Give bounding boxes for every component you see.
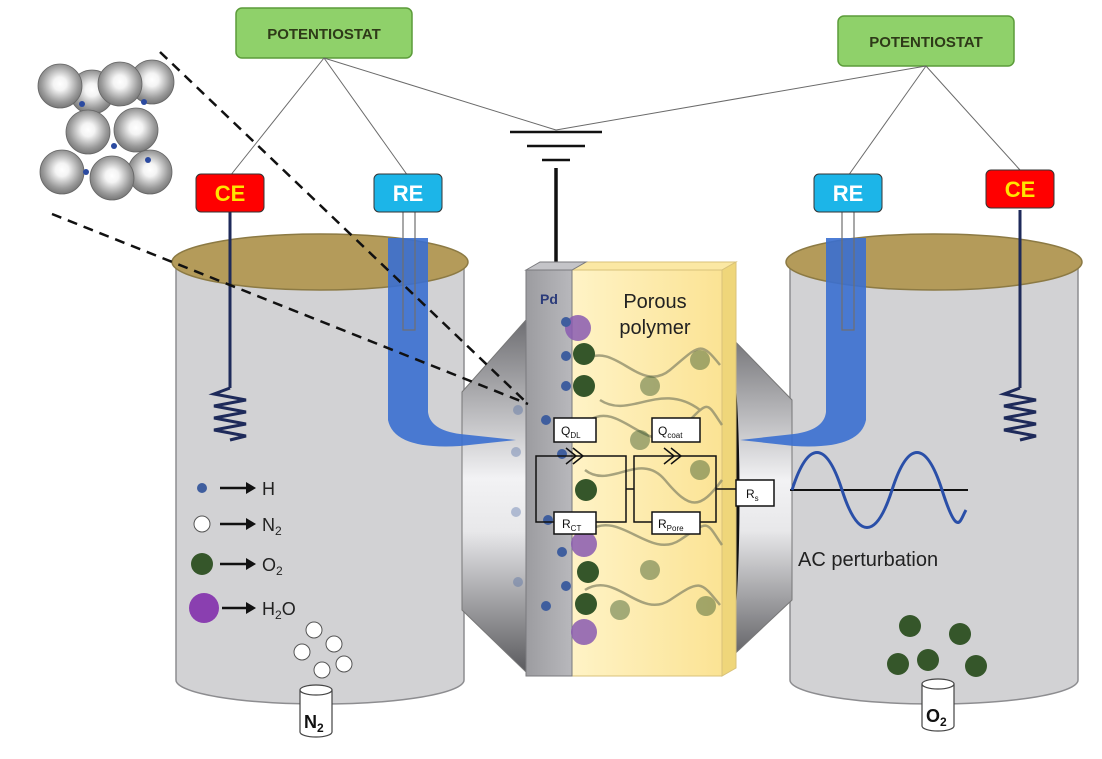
left-gas-label: N (304, 712, 317, 732)
ac-perturbation-label: AC perturbation (798, 549, 938, 571)
pd-label: Pd (540, 291, 558, 307)
right-potentiostat-label: POTENTIOSTAT (869, 34, 983, 51)
svg-text:O2: O2 (926, 706, 947, 729)
svg-text:H: H (262, 479, 275, 499)
svg-text:N2: N2 (262, 515, 282, 538)
right-counter-electrode (998, 210, 1037, 442)
left-re-badge: RE (373, 173, 443, 213)
left-cell-nitrogen-molecules (293, 621, 353, 679)
q-dl-element: QDL (553, 417, 597, 443)
legend-item-hydrogen: H (197, 479, 275, 499)
left-counter-electrode (208, 210, 247, 442)
left-ce-badge: CE (195, 173, 265, 213)
legend-item-water: H2O (189, 593, 296, 623)
svg-text:H2O: H2O (262, 599, 296, 622)
r-ct-sub: CT (571, 524, 582, 533)
r-s-label: R (746, 487, 755, 501)
q-dl-label: Q (561, 424, 570, 438)
nitrogen-dot-icon (193, 515, 211, 533)
legend: H N2 O2 H2O (189, 479, 296, 623)
arrow-right-icon (246, 602, 256, 614)
polymer-label-line1: Porous (623, 291, 686, 313)
membrane-molecules (511, 315, 716, 645)
porous-polymer-layer: Porous polymer (570, 261, 738, 677)
q-dl-sub: DL (570, 431, 581, 440)
legend-item-nitrogen: N2 (193, 515, 282, 538)
oxygen-dot-icon (191, 553, 213, 575)
right-potentiostat: POTENTIOSTAT (837, 15, 1015, 67)
svg-text:N2: N2 (304, 712, 324, 735)
ground-icon (510, 130, 602, 268)
left-potentiostat: POTENTIOSTAT (235, 7, 413, 59)
legend-water-tail: O (282, 599, 296, 619)
svg-text:Qcoat: Qcoat (658, 424, 683, 440)
r-ct-element: RCT (553, 511, 597, 535)
r-s-sub: s (755, 494, 759, 503)
left-ce-label: CE (215, 181, 246, 206)
hydrogen-dot-icon (197, 483, 207, 493)
q-coat-sub: coat (667, 431, 683, 440)
left-gas-inlet: N2 (299, 684, 333, 738)
legend-nitrogen-label: N (262, 515, 275, 535)
polymer-label-line2: polymer (619, 317, 690, 339)
legend-water-label: H (262, 599, 275, 619)
arrow-right-icon (246, 518, 256, 530)
polymer-chains (584, 347, 724, 607)
right-gas-label: O (926, 706, 940, 726)
right-ce-label: CE (1005, 177, 1036, 202)
legend-item-oxygen: O2 (191, 553, 283, 578)
ac-perturbation-wave (790, 451, 968, 529)
r-pore-sub: Pore (667, 524, 684, 533)
legend-nitrogen-sub: 2 (275, 524, 282, 538)
r-pore-label: R (658, 517, 667, 531)
legend-oxygen-label: O (262, 555, 276, 575)
connection-wires (229, 57, 1021, 177)
svg-text:RPore: RPore (658, 517, 684, 533)
arrow-right-icon (246, 558, 256, 570)
left-re-label: RE (393, 181, 424, 206)
legend-water-sub: 2 (275, 608, 282, 622)
r-s-element: Rs (735, 479, 775, 507)
svg-text:QDL: QDL (561, 424, 581, 440)
left-gas-sub: 2 (317, 721, 324, 735)
legend-hydrogen-label: H (262, 479, 275, 499)
q-coat-element: Qcoat (651, 417, 701, 443)
q-coat-label: Q (658, 424, 667, 438)
svg-text:O2: O2 (262, 555, 283, 578)
right-re-badge: RE (813, 173, 883, 213)
svg-text:Rs: Rs (746, 487, 759, 503)
right-ce-badge: CE (985, 169, 1055, 209)
r-ct-label: R (562, 517, 571, 531)
pd-atom-spheres (37, 59, 175, 201)
right-gas-inlet: O2 (921, 678, 955, 732)
left-potentiostat-label: POTENTIOSTAT (267, 26, 381, 43)
svg-text:RCT: RCT (562, 517, 581, 533)
r-pore-element: RPore (651, 511, 701, 535)
legend-oxygen-sub: 2 (276, 564, 283, 578)
water-dot-icon (189, 593, 219, 623)
right-re-label: RE (833, 181, 864, 206)
pd-lattice-inset (37, 51, 529, 406)
right-cell-oxygen-molecules (887, 615, 987, 677)
lattice-zoom-lines (51, 51, 529, 406)
right-gas-sub: 2 (940, 715, 947, 729)
arrow-right-icon (246, 482, 256, 494)
